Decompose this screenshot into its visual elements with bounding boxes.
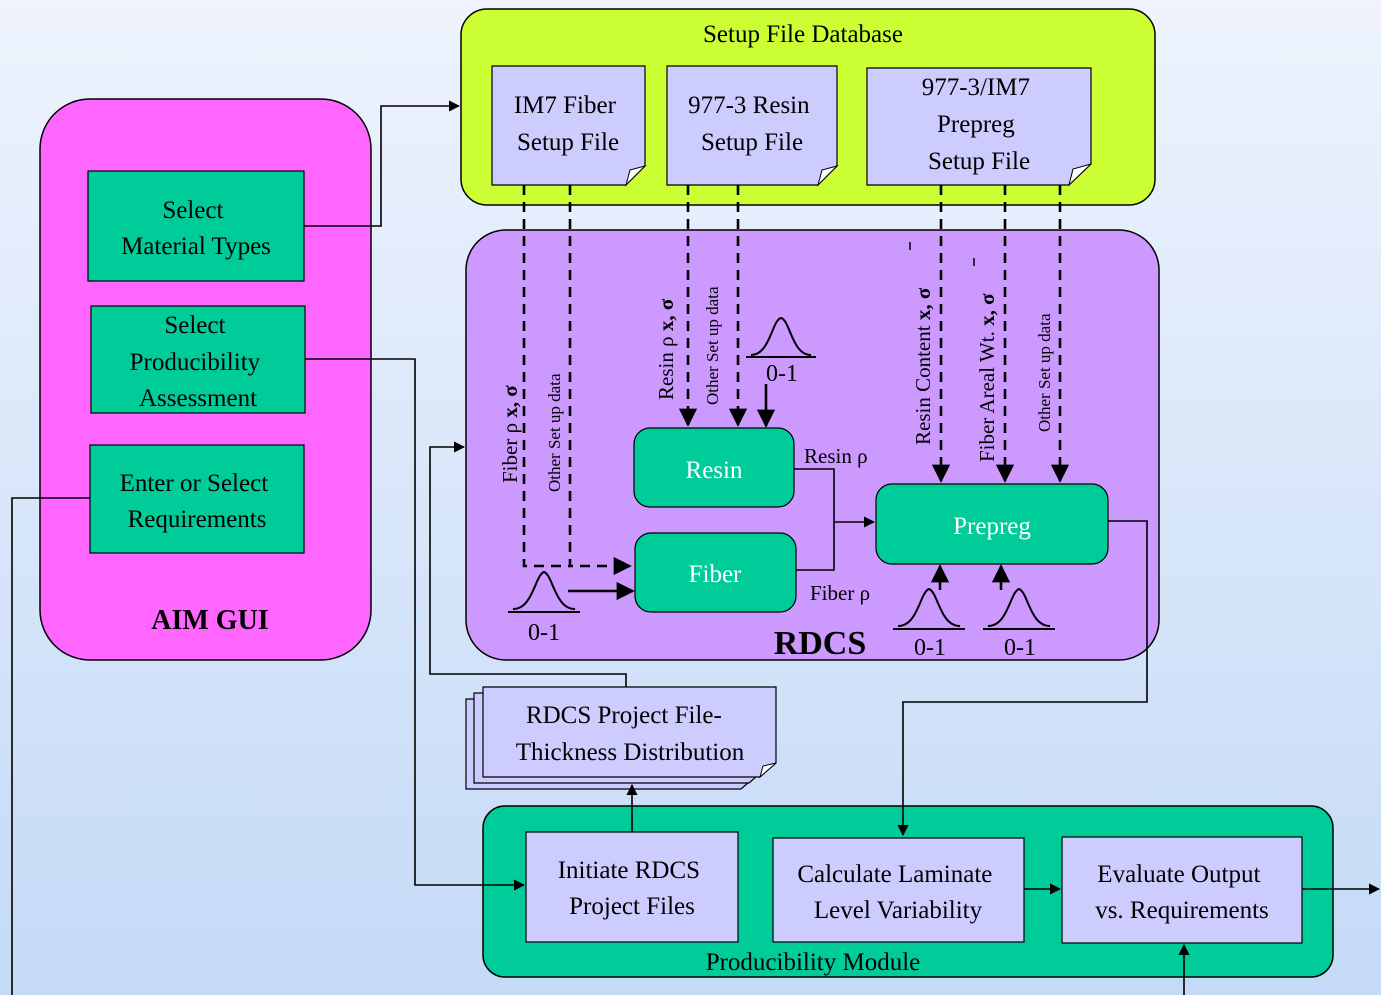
resin-node-label: Resin [686, 457, 743, 484]
fiber-areal-wt-label-vertical: Fiber Areal Wt. x, σ [975, 293, 999, 462]
fiber-to-prepreg-line [796, 522, 835, 571]
distribution-range-label: 0-1 [766, 361, 798, 387]
fiber-node[interactable]: Fiber [634, 532, 797, 613]
im7-fiber-setup-file-line-1: IM7 Fiber [514, 92, 617, 119]
producibility-module: Producibility Module Initiate RDCS Proje… [482, 805, 1334, 978]
prepreg-node[interactable]: Prepreg [875, 483, 1109, 565]
calculate-line-1: Calculate Laminate [797, 861, 992, 888]
svg-text:Initiate RDCS Project: Initiate RDCS Project Files [558, 857, 707, 920]
svg-text:Select Producibility: Select Producibility Assessment [130, 312, 267, 412]
producibility-module-title: Producibility Module [706, 949, 921, 976]
rdcs-project-file-line-2: Thickness Distribution [516, 739, 745, 766]
distribution-range-label: 0-1 [1004, 635, 1036, 661]
prepreg-node-label: Prepreg [953, 513, 1031, 540]
select-material-types-line-1: Select [162, 197, 223, 224]
material-to-setup-arrow [304, 100, 461, 227]
page-curl-icon [759, 762, 777, 779]
select-producibility-line-2: Producibility [130, 349, 261, 376]
aim-gui-title: AIM GUI [151, 605, 268, 636]
resin-rho-label-vertical: Resin ρ x, σ [654, 298, 678, 400]
resin-node[interactable]: Resin [633, 427, 795, 508]
resin-content-label-vertical: Resin Content x, σ [911, 287, 935, 445]
prepreg-to-calculate-arrow [897, 520, 1148, 837]
select-material-types-line-2: Material Types [121, 233, 271, 260]
project-file-to-rdcs-arrow [429, 441, 627, 687]
initiate-line-1: Initiate RDCS [558, 857, 700, 884]
resin-977-3-setup-file-line-1: 977-3 Resin [688, 92, 810, 119]
prepreg-setup-file-line-3: Setup File [928, 148, 1030, 175]
svg-text:Select Material Types: Select Material Types [121, 197, 271, 260]
prepreg-setup-file-line-1: 977-3/IM7 [922, 74, 1030, 101]
calculate-line-2: Level Variability [814, 897, 983, 924]
document-icon [491, 65, 646, 186]
select-producibility-line-3: Assessment [139, 385, 257, 412]
resin-977-3-setup-file-line-2: Setup File [701, 129, 803, 156]
resin-977-3-setup-file[interactable]: 977-3 Resin Setup File [666, 65, 839, 187]
rdcs-project-file-line-1: RDCS Project File- [526, 702, 722, 729]
document-icon [666, 65, 838, 186]
resin-rho-label: Resin ρ [804, 444, 868, 468]
prepreg-977-3-im7-setup-file[interactable]: 977-3/IM7 Prepreg Setup File [866, 67, 1092, 187]
page-curl-icon [1068, 163, 1092, 187]
prepreg-other-setup-label: Other Set up data [1035, 313, 1054, 432]
svg-text:977-3/IM7 Prepreg: 977-3/IM7 Prepreg Setup File [922, 74, 1037, 175]
producibility-to-initiate-arrow [305, 358, 526, 891]
rdcs-panel: RDCS Resin Fiber Prepreg Resin ρ Fiber ρ… [465, 229, 1160, 662]
requirements-line [11, 497, 90, 995]
svg-text:Evaluate Output vs. R: Evaluate Output vs. Requirements [1095, 861, 1269, 924]
fiber-rho-dashed [522, 185, 570, 568]
page-curl-icon [625, 165, 647, 187]
distribution-range-label: 0-1 [914, 635, 946, 661]
enter-requirements-line-2: Requirements [128, 506, 267, 533]
rdcs-project-file[interactable]: RDCS Project File- Thickness Distributio… [465, 686, 777, 790]
page-curl-icon [817, 165, 839, 187]
distribution-range-label: 0-1 [528, 620, 560, 646]
evaluate-output-box[interactable]: Evaluate Output vs. Requirements [1061, 836, 1303, 944]
connectors [11, 100, 1381, 995]
svg-text:IM7 Fiber Setup File: IM7 Fiber Setup File [514, 92, 622, 156]
rdcs-title: RDCS [774, 625, 867, 662]
fiber-other-dashed [568, 185, 632, 576]
fiber-rho-label-vertical: Fiber ρ x, σ [498, 385, 522, 483]
initiate-line-2: Project Files [569, 893, 695, 920]
fiber-node-label: Fiber [689, 561, 742, 588]
svg-text:Enter or Select Requir: Enter or Select Requirements [120, 470, 275, 533]
resin-other-setup-label: Other Set up data [703, 286, 722, 405]
aim-gui-panel: AIM GUI Select Material Types Select Pro… [39, 98, 372, 661]
resin-to-prepreg-line [794, 468, 835, 522]
select-producibility-assessment-button[interactable]: Select Producibility Assessment [90, 305, 306, 414]
im7-fiber-setup-file-line-2: Setup File [517, 129, 619, 156]
initiate-rdcs-project-files-box[interactable]: Initiate RDCS Project Files [525, 831, 739, 943]
svg-text:RDCS Project File- Thick: RDCS Project File- Thickness Distributio… [516, 702, 745, 766]
evaluate-line-1: Evaluate Output [1097, 861, 1260, 888]
select-producibility-line-1: Select [164, 312, 225, 339]
setup-file-database-title: Setup File Database [703, 21, 903, 48]
svg-text:977-3 Resin Setup File: 977-3 Resin Setup File [688, 92, 816, 156]
im7-fiber-setup-file[interactable]: IM7 Fiber Setup File [491, 65, 647, 187]
distribution-icon-fiber: 0-1 [508, 570, 580, 646]
distribution-icon-resin: 0-1 [746, 316, 816, 387]
dashed-connectors [522, 185, 1070, 576]
svg-text:Calculate Laminate Lev: Calculate Laminate Level Variability [797, 861, 998, 924]
calculate-laminate-variability-box[interactable]: Calculate Laminate Level Variability [772, 837, 1025, 943]
evaluate-line-2: vs. Requirements [1095, 897, 1269, 924]
distribution-icon-prepreg-1: 0-1 [893, 587, 965, 661]
select-material-types-button[interactable]: Select Material Types [87, 170, 305, 282]
enter-or-select-requirements-button[interactable]: Enter or Select Requirements [89, 444, 305, 554]
prepreg-setup-file-line-2: Prepreg [937, 111, 1015, 138]
fiber-rho-label: Fiber ρ [810, 581, 870, 605]
fiber-other-setup-label: Other Set up data [545, 373, 564, 492]
enter-requirements-line-1: Enter or Select [120, 470, 269, 497]
setup-file-database: Setup File Database IM7 Fiber Setup File… [460, 8, 1156, 206]
distribution-icon-prepreg-2: 0-1 [983, 587, 1055, 661]
